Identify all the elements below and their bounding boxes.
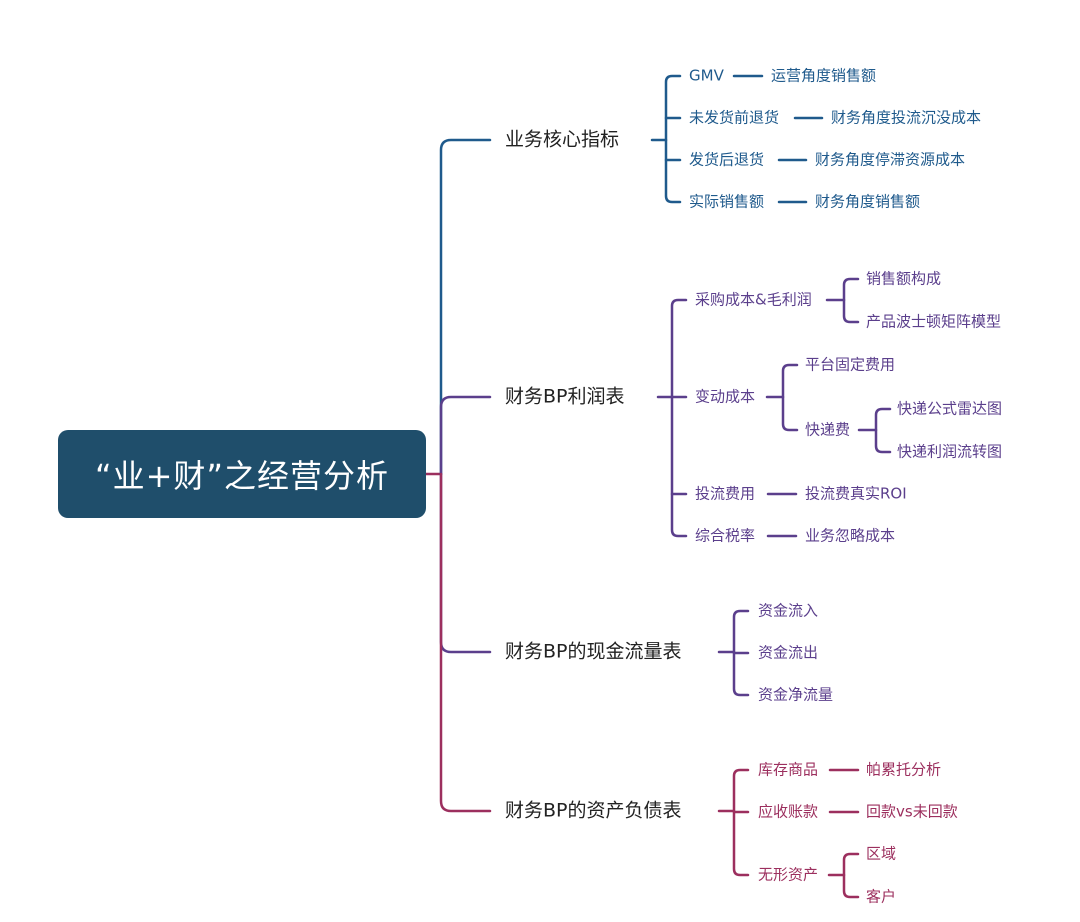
node-customer[interactable]: 客户 [866, 887, 897, 906]
connector-line-20 [781, 363, 799, 432]
node-express-fee[interactable]: 快递费 [805, 420, 851, 439]
node-tax-rate[interactable]: 综合税率 [695, 526, 756, 545]
node-cash-inflow[interactable]: 资金流入 [758, 601, 819, 620]
node-gmv[interactable]: GMV [689, 66, 724, 85]
connector-line-3 [439, 472, 492, 654]
node-platform-fixed-fee[interactable]: 平台固定费用 [805, 355, 896, 374]
branch-business-core-metrics[interactable]: 业务核心指标 [505, 128, 620, 151]
node-bcg-matrix[interactable]: 产品波士顿矩阵模型 [866, 312, 1002, 331]
node-ignored-cost[interactable]: 业务忽略成本 [805, 526, 896, 545]
node-inventory[interactable]: 库存商品 [758, 760, 819, 779]
connector-line-14 [670, 298, 688, 538]
node-collected-vs-uncollected[interactable]: 回款vs未回款 [866, 802, 958, 821]
node-receivables[interactable]: 应收账款 [758, 802, 819, 821]
node-purchase-cost-gross-profit[interactable]: 采购成本&毛利润 [695, 290, 812, 309]
node-express-profit-flow[interactable]: 快递利润流转图 [897, 442, 1003, 461]
root-node[interactable]: “业+财”之经营分析 [58, 430, 426, 518]
node-idle-resource-cost[interactable]: 财务角度停滞资源成本 [815, 150, 966, 169]
node-intangible-assets[interactable]: 无形资产 [758, 865, 819, 884]
node-region[interactable]: 区域 [866, 844, 897, 863]
branch-cash-flow-statement[interactable]: 财务BP的现金流量表 [505, 640, 682, 663]
node-sunk-cost[interactable]: 财务角度投流沉没成本 [831, 108, 982, 127]
node-return-after-ship[interactable]: 发货后退货 [689, 150, 765, 169]
connector-line-2 [439, 395, 492, 476]
connector-line-34 [842, 852, 860, 899]
node-return-before-ship[interactable]: 未发货前退货 [689, 108, 780, 127]
connector-line-22 [874, 407, 892, 454]
connector-line-29 [732, 768, 750, 877]
connector-line-18 [842, 277, 860, 324]
connector-line-1 [439, 138, 492, 476]
node-variable-cost[interactable]: 变动成本 [695, 387, 756, 406]
node-traffic-cost[interactable]: 投流费用 [695, 484, 756, 503]
node-pareto[interactable]: 帕累托分析 [866, 760, 942, 779]
node-net-cash-flow[interactable]: 资金净流量 [758, 685, 834, 704]
node-sales-composition[interactable]: 销售额构成 [866, 269, 942, 288]
node-express-radar[interactable]: 快递公式雷达图 [897, 399, 1003, 418]
node-true-roi[interactable]: 投流费真实ROI [805, 484, 907, 503]
node-finance-sales[interactable]: 财务角度销售额 [815, 192, 921, 211]
connector-line-4 [439, 472, 492, 813]
root-node-label: “业+财”之经营分析 [95, 457, 389, 495]
node-actual-sales[interactable]: 实际销售额 [689, 192, 765, 211]
branch-profit-statement[interactable]: 财务BP利润表 [505, 385, 625, 408]
connector-line-6 [664, 74, 682, 204]
node-cash-outflow[interactable]: 资金流出 [758, 643, 819, 662]
branch-balance-sheet[interactable]: 财务BP的资产负债表 [505, 799, 682, 822]
node-ops-sales[interactable]: 运营角度销售额 [771, 66, 877, 85]
